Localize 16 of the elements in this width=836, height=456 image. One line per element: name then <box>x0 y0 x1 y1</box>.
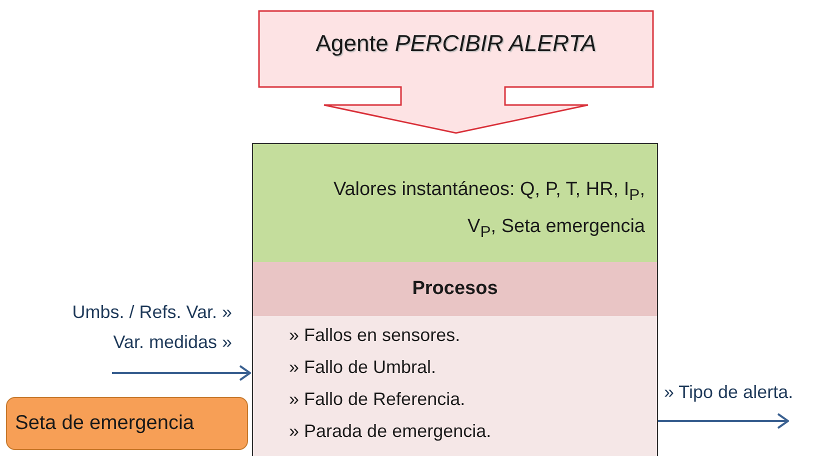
edge-label: Umbs. / Refs. Var. » Var. medidas » <box>71 301 232 354</box>
values-text: Valores instantáneos: Q, P, T, HR, I$_{P}$, V$_{P}$, Seta emergencia <box>332 178 645 243</box>
values-panel <box>252 143 658 263</box>
process-item: » Fallo de Referencia. <box>289 389 466 410</box>
process-panel <box>252 262 658 456</box>
box-label: Seta de emergencia <box>15 412 194 435</box>
input-box <box>6 397 248 450</box>
process-item: » Fallos en sensores. <box>289 325 460 346</box>
block-arrow-callout <box>258 10 654 136</box>
header-text: Procesos <box>411 278 499 300</box>
process-item: » Fallo de Umbral. <box>289 357 436 378</box>
callout-text: Agente PERCIBIR ALERTA <box>314 30 598 57</box>
arrow <box>112 365 251 381</box>
process-item: » Parada de emergencia. <box>289 421 492 442</box>
edge-label: » Tipo de alerta. <box>664 381 794 404</box>
arrow <box>658 413 789 429</box>
